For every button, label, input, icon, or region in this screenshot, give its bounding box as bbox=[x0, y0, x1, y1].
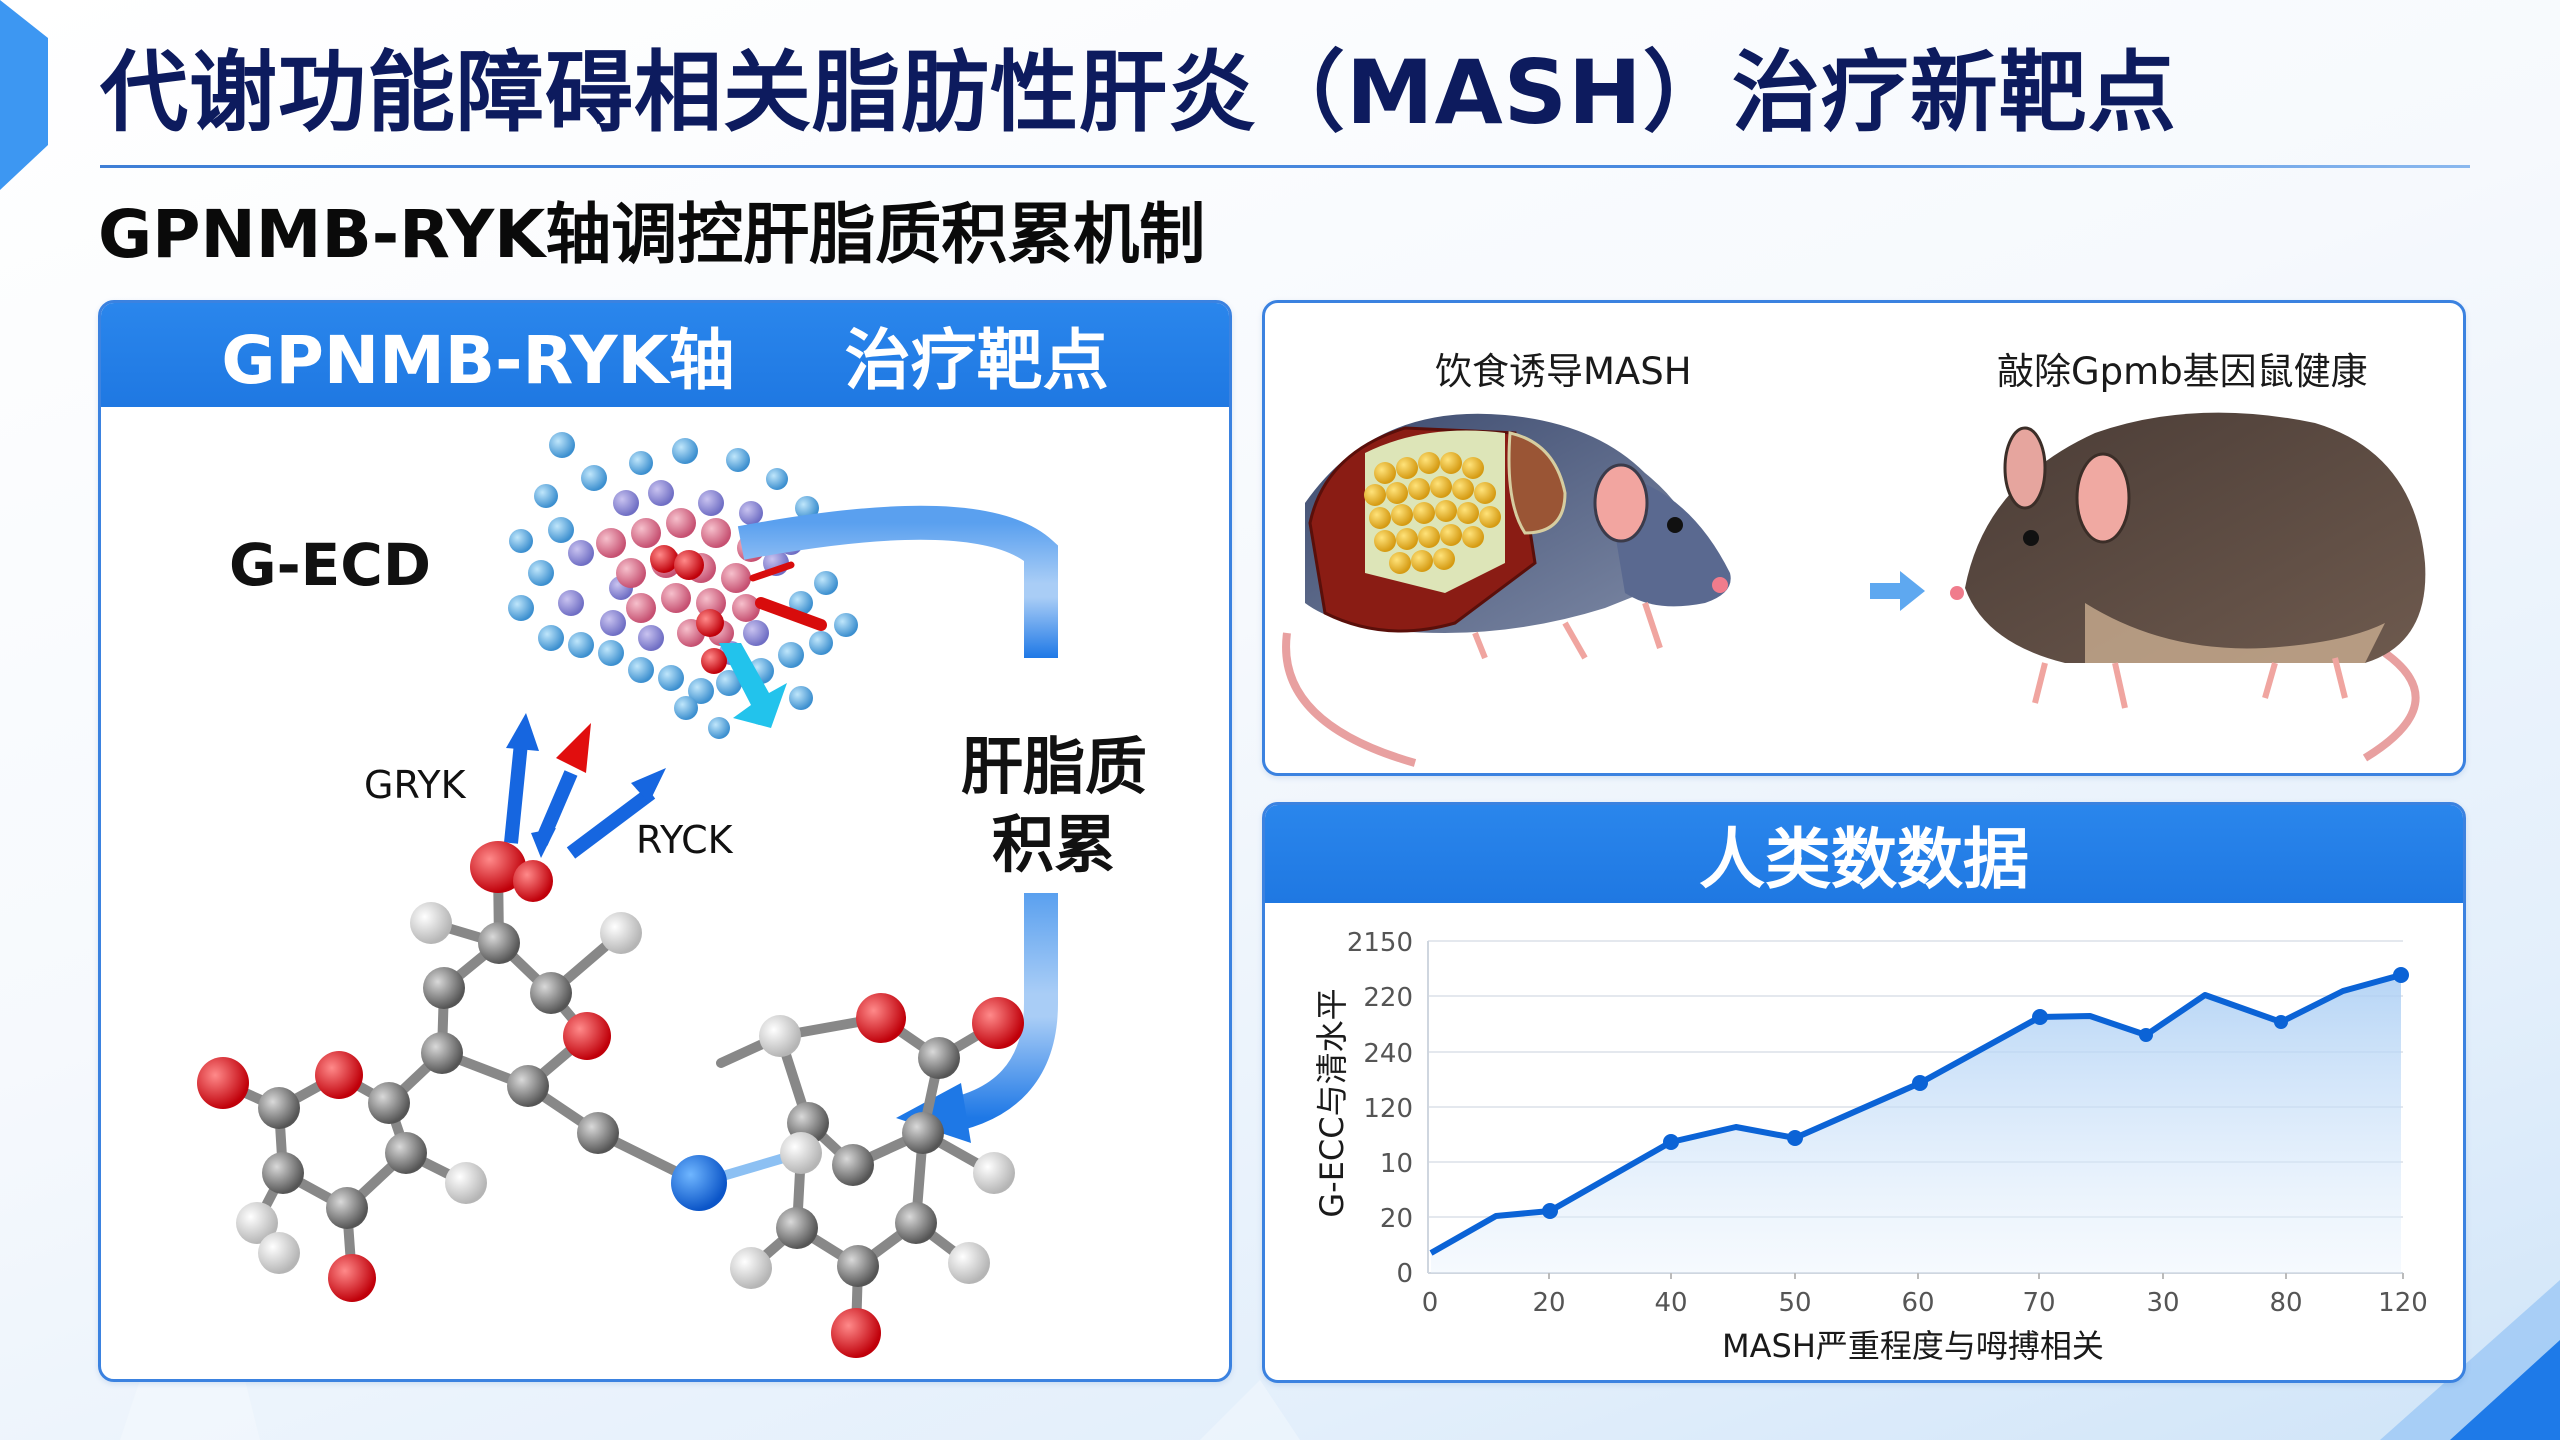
corner-decoration-icon bbox=[2380, 1280, 2560, 1440]
svg-text:40: 40 bbox=[1654, 1288, 1687, 1318]
protein-cluster-icon bbox=[508, 432, 858, 739]
svg-text:20: 20 bbox=[1380, 1204, 1413, 1234]
title-divider bbox=[100, 165, 2470, 168]
human-data-header: 人类数数据 bbox=[1265, 805, 2463, 903]
axis-heading: GPNMB-RYK轴 bbox=[221, 322, 735, 399]
molecule-atoms bbox=[197, 841, 1024, 1358]
svg-text:220: 220 bbox=[1363, 983, 1413, 1013]
svg-text:240: 240 bbox=[1363, 1039, 1413, 1069]
chart-markers bbox=[1542, 967, 2409, 1219]
mechanism-illustration bbox=[197, 432, 1058, 1358]
target-heading: 治疗靶点 bbox=[844, 322, 1109, 399]
lipid-label-line1: 肝脂质 bbox=[961, 730, 1148, 803]
y-axis-title: G-ECC与清水平 bbox=[1313, 988, 1351, 1217]
mouse-illustration bbox=[1282, 412, 2426, 767]
line-chart: 0 20 10 120 240 220 2150 0 20 40 50 60 7… bbox=[1313, 928, 2428, 1365]
interaction-arrows-icon bbox=[504, 713, 666, 859]
svg-text:0: 0 bbox=[1422, 1288, 1439, 1318]
svg-text:80: 80 bbox=[2269, 1288, 2302, 1318]
svg-text:50: 50 bbox=[1778, 1288, 1811, 1318]
mechanism-panel-header: GPNMB-RYK轴 治疗靶点 bbox=[101, 303, 1229, 407]
x-axis-title: MASH严重程度与呣搏相关 bbox=[1722, 1327, 2104, 1365]
mouse-model-panel: 饮食诱导MASH 敲除Gpmb基因鼠健康 bbox=[1262, 300, 2466, 776]
knockout-mouse-label: 敲除Gpmb基因鼠健康 bbox=[1997, 350, 2368, 393]
chart-area-fill bbox=[1431, 975, 2401, 1273]
y-tick-labels: 0 20 10 120 240 220 2150 bbox=[1347, 928, 1413, 1289]
svg-text:70: 70 bbox=[2022, 1288, 2055, 1318]
svg-text:120: 120 bbox=[1363, 1094, 1413, 1124]
ryck-label: RYCK bbox=[636, 818, 733, 862]
mechanism-panel: GPNMB-RYK轴 治疗靶点 bbox=[98, 300, 1232, 1382]
slide-subtitle: GPNMB-RYK轴调控肝脂质积累机制 bbox=[98, 196, 1206, 273]
cycle-arrow-icon bbox=[737, 505, 1058, 1143]
slide-title: 代谢功能障碍相关脂肪性肝炎（MASH）治疗新靶点 bbox=[100, 41, 2177, 144]
svg-text:120: 120 bbox=[2378, 1288, 2428, 1318]
svg-text:60: 60 bbox=[1901, 1288, 1934, 1318]
healthy-mouse-icon bbox=[1950, 412, 2426, 762]
svg-text:10: 10 bbox=[1380, 1149, 1413, 1179]
protein-label: G-ECD bbox=[229, 531, 432, 599]
gryk-label: GRYK bbox=[364, 763, 466, 807]
svg-text:2150: 2150 bbox=[1347, 928, 1413, 958]
x-tick-labels: 0 20 40 50 60 70 30 80 120 bbox=[1422, 1288, 2428, 1318]
lipid-accumulation-label: 肝脂质 积累 bbox=[961, 728, 1147, 884]
mash-mouse-icon bbox=[1282, 413, 1731, 767]
lipid-label-line2: 积累 bbox=[992, 808, 1117, 881]
svg-text:20: 20 bbox=[1532, 1288, 1565, 1318]
human-data-panel: 人类数数据 bbox=[1262, 802, 2466, 1383]
svg-text:0: 0 bbox=[1396, 1259, 1413, 1289]
chart-line bbox=[1429, 972, 2402, 1256]
mash-mouse-label: 饮食诱导MASH bbox=[1435, 350, 1692, 393]
left-edge-decoration-icon bbox=[0, 0, 48, 190]
arrow-right-icon bbox=[1870, 571, 1925, 611]
svg-text:30: 30 bbox=[2146, 1288, 2179, 1318]
